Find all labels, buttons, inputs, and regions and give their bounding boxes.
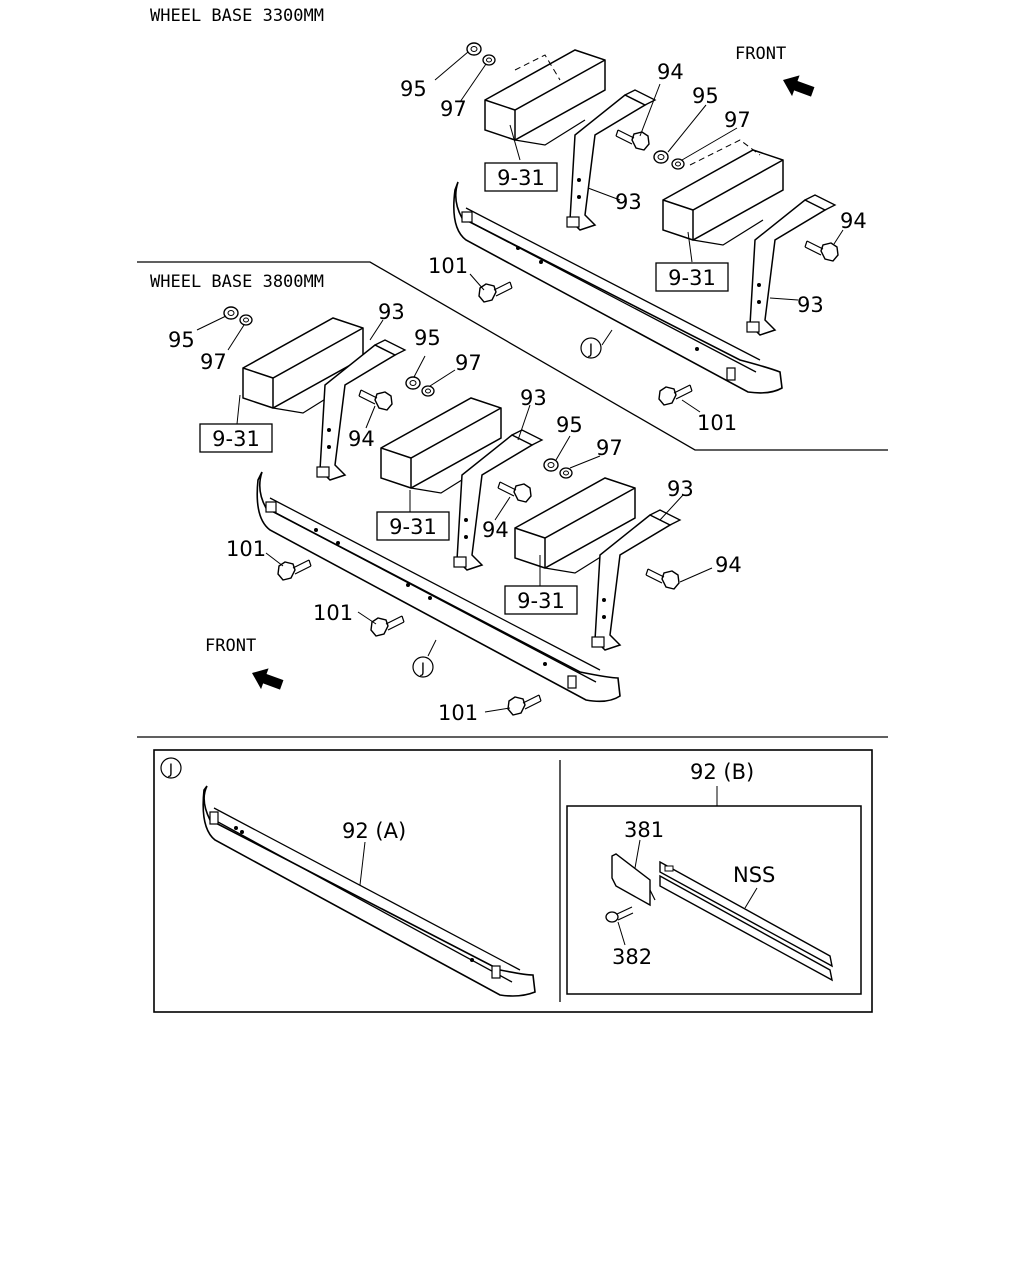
step-rail-92a (202, 785, 536, 997)
mount-block-3800-mid (380, 397, 502, 494)
label-93: 93 (667, 477, 694, 501)
nut-icon (405, 376, 421, 390)
label-94: 94 (715, 553, 742, 577)
detail-marker-j: J (160, 757, 182, 779)
ref-box-9-31: 9-31 (655, 262, 729, 292)
section-divider (137, 261, 888, 451)
washer-icon (559, 467, 573, 479)
bolt-icon (804, 240, 839, 262)
detail-marker-j: J (580, 337, 602, 359)
bolt-icon (358, 389, 393, 411)
detail-marker-j: J (412, 656, 434, 678)
nut-icon (653, 150, 669, 164)
ref-box-label: 9-31 (668, 266, 716, 290)
label-97: 97 (455, 351, 482, 375)
bolt-icon (645, 568, 680, 590)
nut-icon (466, 42, 482, 56)
label-97: 97 (724, 108, 751, 132)
wheelbase-3800-title: WHEEL BASE 3800MM (150, 272, 324, 292)
label-95: 95 (692, 84, 719, 108)
ref-box-9-31: 9-31 (376, 511, 450, 541)
bolt-icon (277, 559, 312, 581)
svg-text:J: J (168, 762, 173, 778)
label-92b: 92 (B) (690, 760, 754, 784)
label-97: 97 (440, 97, 467, 121)
step-rail-3800 (256, 471, 621, 703)
label-101: 101 (313, 601, 353, 625)
bolt-icon (507, 694, 542, 716)
ref-box-9-31: 9-31 (484, 162, 558, 192)
bolt-icon (370, 615, 405, 637)
front-indicator-mid: FRONT (205, 636, 286, 696)
label-92a: 92 (A) (342, 819, 406, 843)
svg-text:J: J (588, 342, 593, 358)
front-arrow-icon (247, 663, 286, 696)
ref-box-9-31: 9-31 (504, 585, 578, 615)
screw-icon (605, 906, 634, 923)
label-381: 381 (624, 818, 664, 842)
label-94: 94 (348, 427, 375, 451)
label-93: 93 (615, 190, 642, 214)
nut-icon (223, 306, 239, 320)
label-382: 382 (612, 945, 652, 969)
label-95: 95 (414, 326, 441, 350)
label-94: 94 (482, 518, 509, 542)
front-indicator-top: FRONT (735, 44, 817, 103)
front-arrow-icon (778, 70, 817, 103)
ref-box-label: 9-31 (497, 166, 545, 190)
washer-icon (482, 54, 496, 66)
label-101: 101 (438, 701, 478, 725)
label-97: 97 (200, 350, 227, 374)
bolt-icon (615, 129, 650, 151)
front-label-mid: FRONT (205, 636, 256, 656)
label-101: 101 (226, 537, 266, 561)
bolt-icon (478, 281, 513, 303)
wheelbase-3300-title: WHEEL BASE 3300MM (150, 6, 324, 26)
washer-icon (239, 314, 253, 326)
label-93: 93 (797, 293, 824, 317)
trim-strip-nss (659, 860, 833, 982)
support-bracket-3300-rear (566, 89, 656, 231)
bolt-icon (658, 384, 693, 406)
label-97: 97 (596, 436, 623, 460)
washer-icon (671, 158, 685, 170)
front-label-top: FRONT (735, 44, 786, 64)
label-94: 94 (840, 209, 867, 233)
label-93: 93 (378, 300, 405, 324)
bolt-icon (497, 481, 532, 503)
label-nss: NSS (733, 863, 775, 887)
label-95: 95 (168, 328, 195, 352)
label-101: 101 (697, 411, 737, 435)
end-cap-381 (611, 853, 656, 907)
kit-92b-box (566, 805, 862, 995)
nut-icon (543, 458, 559, 472)
ref-box-9-31: 9-31 (199, 423, 273, 453)
label-93: 93 (520, 386, 547, 410)
label-101: 101 (428, 254, 468, 278)
detail-panel (153, 749, 873, 1013)
label-95: 95 (556, 413, 583, 437)
step-rail-3300 (453, 181, 783, 394)
ref-box-label: 9-31 (517, 589, 565, 613)
mount-block-3800-rear (242, 317, 364, 414)
washer-icon (421, 385, 435, 397)
label-94: 94 (657, 60, 684, 84)
ref-box-label: 9-31 (389, 515, 437, 539)
label-95: 95 (400, 77, 427, 101)
svg-text:J: J (420, 661, 425, 677)
ref-box-label: 9-31 (212, 427, 260, 451)
